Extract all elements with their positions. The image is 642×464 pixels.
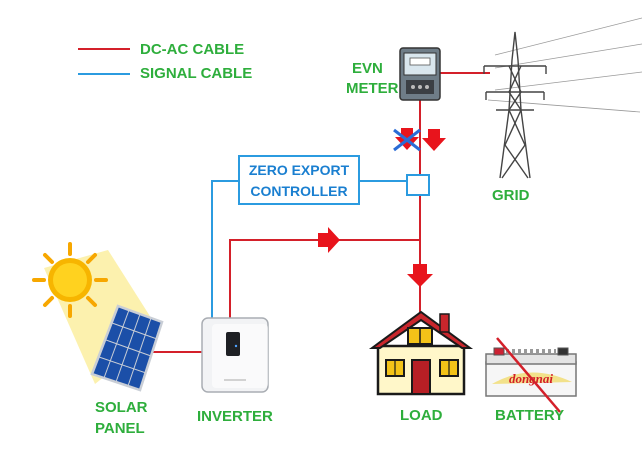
- legend-signal-line: [78, 73, 130, 75]
- current-sensor-box: [406, 174, 430, 196]
- evn-meter-icon: [399, 47, 441, 101]
- solar-panel-icon: [90, 304, 164, 392]
- cable-inverter-bus: [229, 239, 420, 318]
- legend-dc-ac-label: DC-AC CABLE: [140, 41, 245, 58]
- load-label: LOAD: [400, 407, 443, 424]
- blocked-export-icon: [393, 128, 421, 152]
- zero-export-controller-box: ZERO EXPORT CONTROLLER: [238, 155, 360, 205]
- controller-label-line1: ZERO EXPORT: [248, 162, 350, 178]
- signal-inverter-controller: [211, 180, 238, 318]
- grid-label: GRID: [492, 187, 530, 204]
- grid-tower-icon: [483, 17, 642, 179]
- inverter-label: INVERTER: [197, 408, 273, 425]
- inverter-icon: [201, 317, 269, 393]
- arrow-from-grid: [422, 129, 446, 151]
- solar-label-line1: SOLAR: [95, 399, 148, 416]
- dc-ac-cables: [150, 72, 490, 353]
- meter-label-line1: EVN: [352, 60, 383, 77]
- battery-label: BATTERY: [495, 407, 565, 424]
- arrow-to-bus: [318, 227, 340, 253]
- arrow-to-load: [407, 264, 433, 287]
- solar-label-line2: PANEL: [95, 420, 145, 437]
- meter-label-line2: METER: [346, 80, 399, 97]
- legend-dc-ac-line: [78, 48, 130, 50]
- signal-cables: [211, 180, 406, 318]
- legend-signal-label: SIGNAL CABLE: [140, 65, 253, 82]
- controller-label-line2: CONTROLLER: [250, 183, 348, 199]
- battery-icon: dongnai: [485, 337, 577, 413]
- house-icon: [368, 310, 474, 396]
